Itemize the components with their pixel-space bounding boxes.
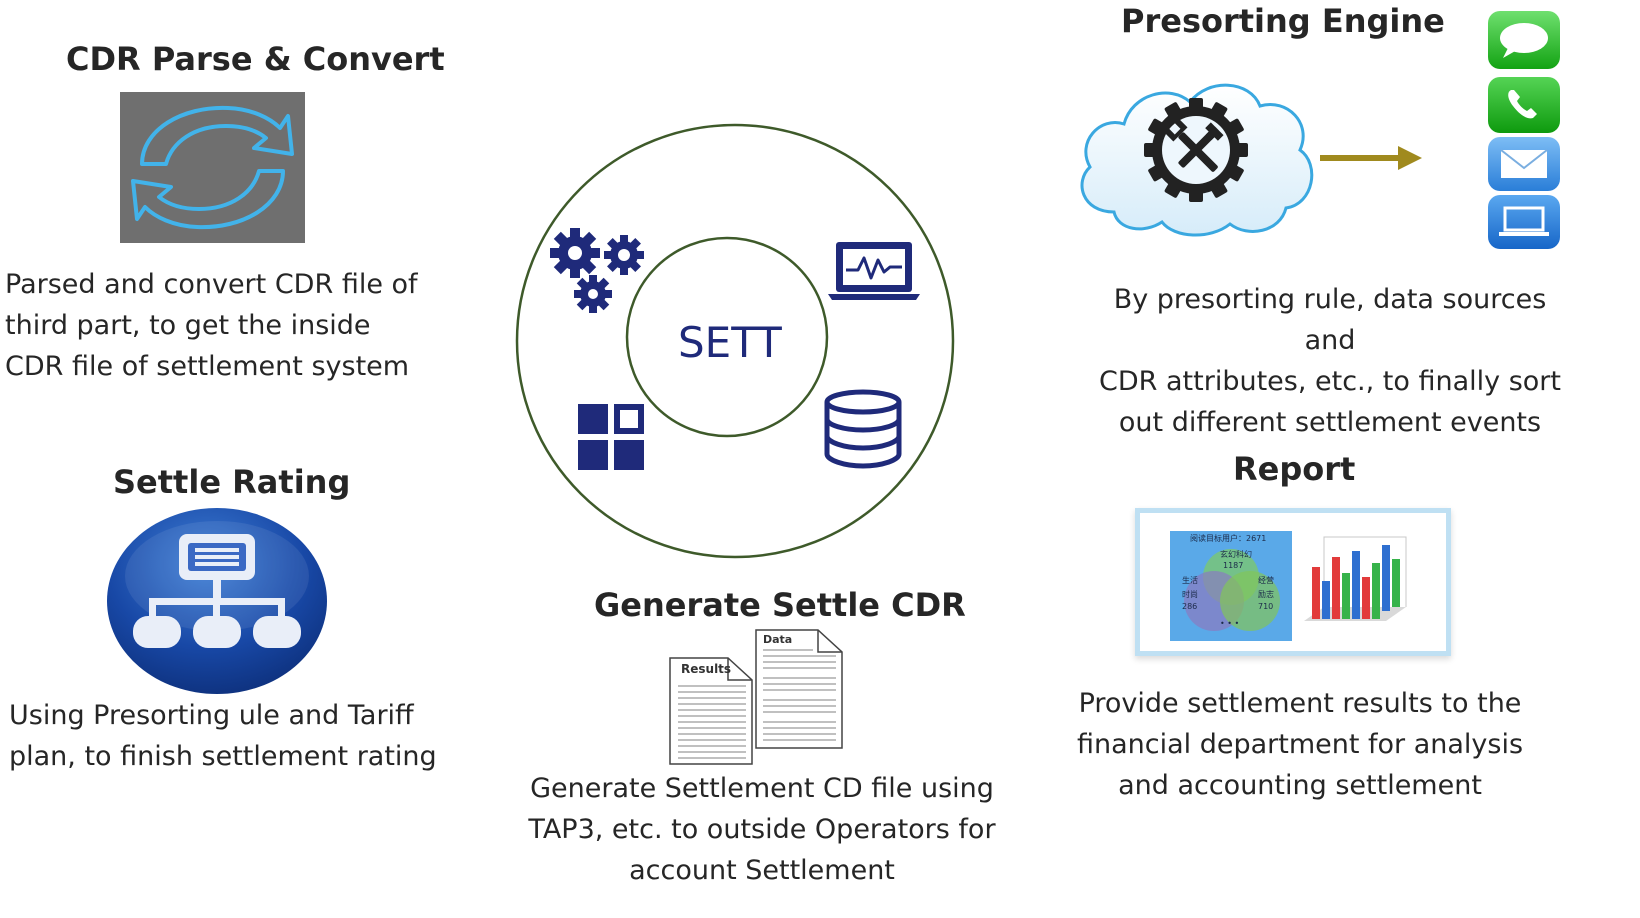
arrow-right-icon [1320, 144, 1424, 172]
document-stack-icon [668, 628, 844, 766]
doc-data-label: Data [763, 633, 793, 646]
venn-panel: 阅读目标用户：2671 玄幻科幻 1187 生活 时尚 286 经营 励志 71… [1170, 531, 1292, 641]
cdr-parse-title: CDR Parse & Convert [66, 40, 445, 78]
org-chart-icon [105, 506, 329, 696]
settle-rating-title: Settle Rating [113, 463, 351, 501]
generate-desc: Generate Settlement CD file using TAP3, … [528, 773, 996, 886]
generate-title: Generate Settle CDR [594, 586, 966, 624]
phone-app-icon[interactable] [1487, 76, 1561, 134]
report-desc: Provide settlement results to the financ… [1076, 688, 1524, 801]
sett-hub [510, 120, 960, 565]
database-icon [822, 388, 904, 470]
mail-app-icon[interactable] [1487, 136, 1561, 192]
laptop-monitor-icon [826, 240, 922, 304]
gear-wrench-icon [1142, 96, 1250, 204]
report-title: Report [1233, 450, 1356, 488]
dashboard-grid-icon [576, 402, 646, 472]
gears-icon [548, 226, 648, 318]
chat-app-icon[interactable] [1487, 10, 1561, 70]
laptop-app-icon[interactable] [1487, 194, 1561, 250]
presorting-desc: By presorting rule, data sources and CDR… [1099, 284, 1561, 438]
doc-results-label: Results [681, 662, 732, 676]
refresh-arrows-icon [120, 92, 305, 243]
settle-rating-desc: Using Presorting ule and Tariff plan, to… [9, 700, 437, 772]
report-frame: 阅读目标用户：2671 玄幻科幻 1187 生活 时尚 286 经营 励志 71… [1135, 508, 1451, 656]
cdr-parse-desc: Parsed and convert CDR file of third par… [5, 269, 418, 382]
hub-label: SETT [678, 318, 782, 367]
bar-chart-3d-icon [1300, 533, 1412, 639]
presorting-title: Presorting Engine [1121, 2, 1445, 40]
